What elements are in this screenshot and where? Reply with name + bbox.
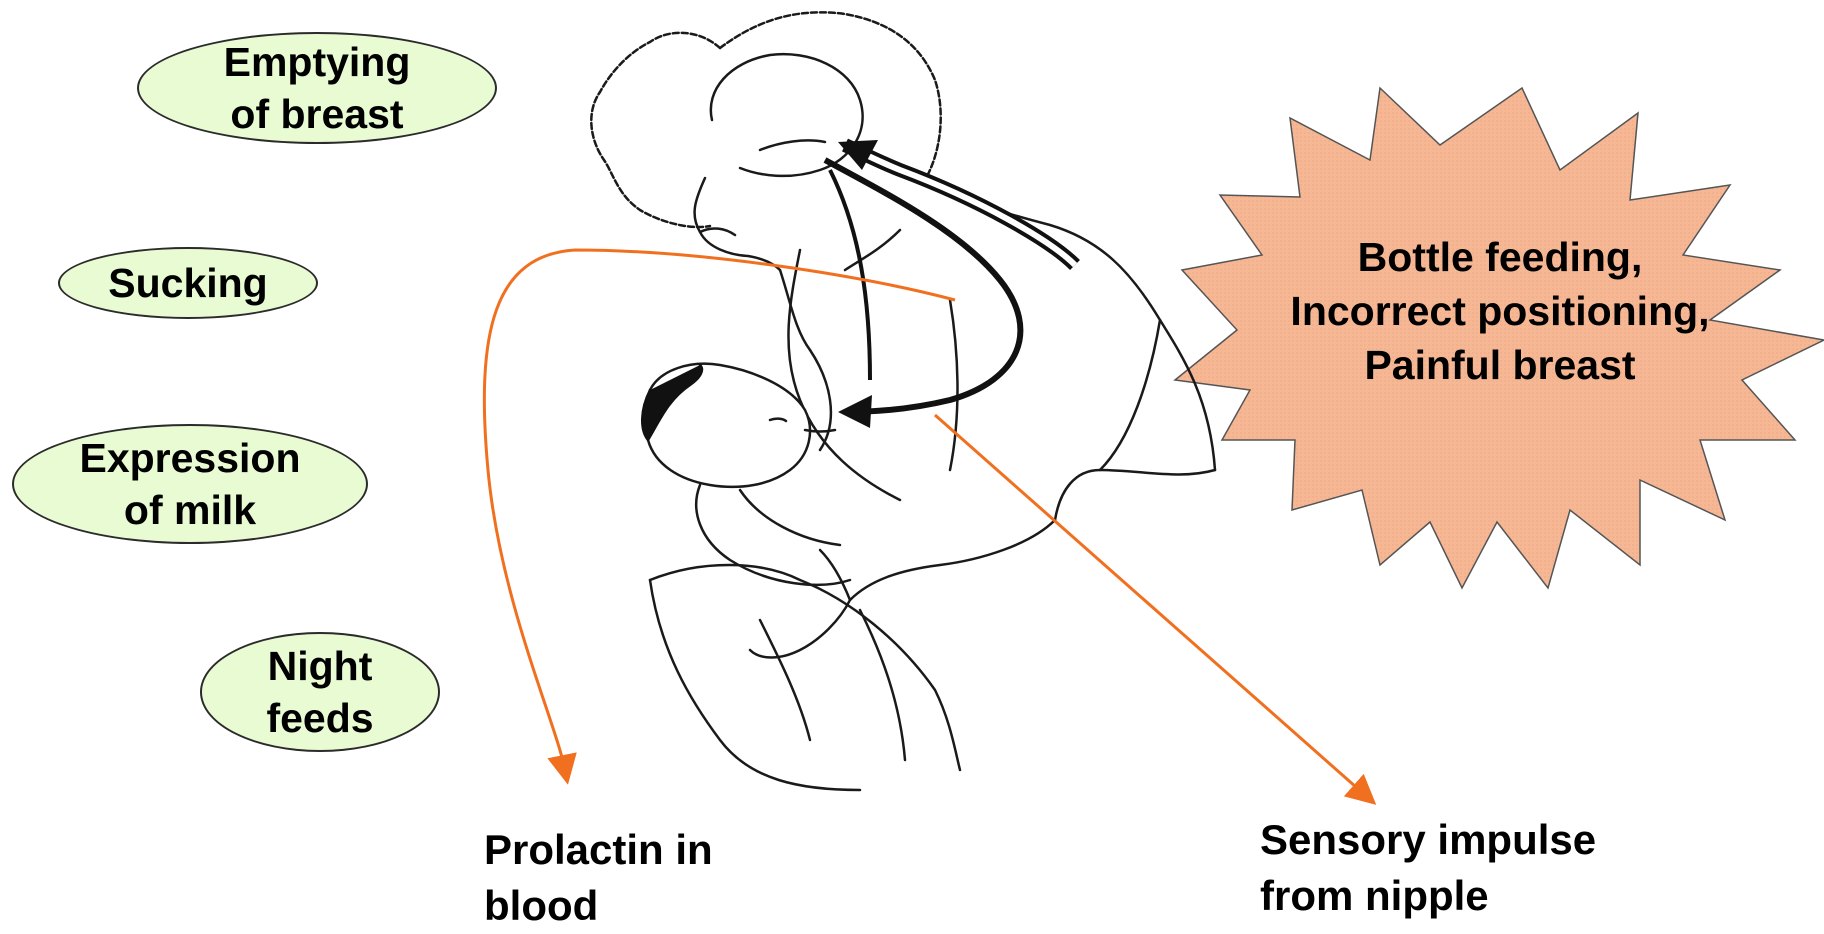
hormone-pathway-arrows	[825, 140, 1075, 428]
prolactin-arrow	[484, 250, 955, 770]
oval-sucking: Sucking	[58, 247, 318, 319]
starburst-label: Bottle feeding, Incorrect positioning, P…	[1260, 230, 1740, 392]
sensory-impulse-label: Sensory impulse from nipple	[1260, 812, 1596, 924]
oval-label: Emptying of breast	[224, 36, 411, 140]
baby-figure	[642, 364, 850, 585]
oval-label: Night feeds	[266, 640, 373, 744]
oval-label: Expression of milk	[79, 432, 300, 536]
oval-expression-of-milk: Expression of milk	[12, 424, 368, 544]
oval-night-feeds: Night feeds	[200, 632, 440, 752]
oval-emptying-of-breast: Emptying of breast	[137, 32, 497, 144]
oval-label: Sucking	[108, 257, 267, 309]
prolactin-label: Prolactin in blood	[484, 822, 713, 934]
